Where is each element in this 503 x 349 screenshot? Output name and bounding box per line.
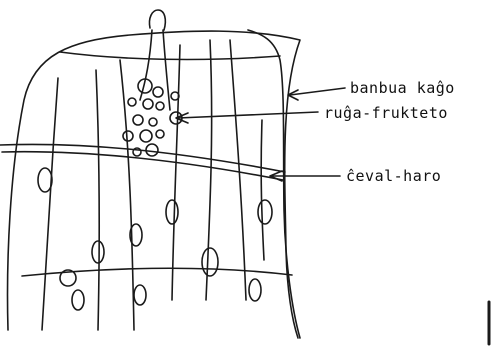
strand-3 (120, 60, 134, 330)
label-horse-hair: ĉeval-haro (346, 169, 441, 184)
hair-loop (166, 200, 178, 224)
hair-loop (258, 200, 272, 224)
fruit-cluster (123, 79, 182, 156)
hair-loop (134, 285, 146, 305)
cage-right-side (248, 30, 300, 338)
strand-2 (96, 70, 99, 330)
hair-loop (249, 279, 261, 301)
strand-4 (172, 45, 180, 300)
strand-6 (230, 40, 246, 300)
hair-loop (72, 290, 84, 310)
strand-7 (261, 120, 264, 260)
label-bamboo-cage: banbua kaĝo (350, 81, 455, 96)
ring-middle-2 (2, 152, 283, 180)
hair-loop (92, 241, 104, 263)
strand-1 (42, 78, 58, 330)
strand-5 (206, 40, 212, 300)
ring-top (60, 52, 280, 59)
label-red-berries: ruĝa-frukteto (324, 106, 448, 121)
cage-top-knob (149, 10, 165, 30)
hair-loop (202, 248, 218, 276)
hair-loop (38, 168, 52, 192)
